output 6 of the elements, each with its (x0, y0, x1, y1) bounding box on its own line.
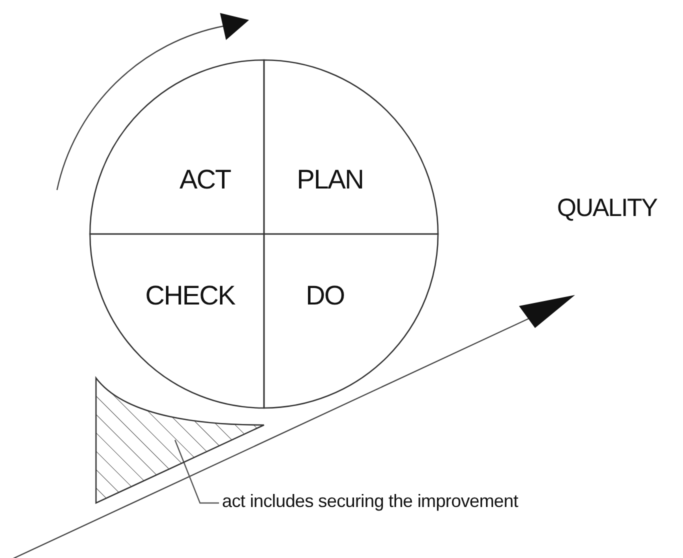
quadrant-label: DO (306, 280, 344, 312)
annotation-text: act includes securing the improvement (222, 491, 518, 512)
quadrant-label: ACT (180, 164, 230, 196)
quadrant-label: PLAN (296, 164, 364, 196)
axis-label: QUALITY (557, 194, 657, 223)
quadrant-label: CHECK (145, 280, 235, 312)
